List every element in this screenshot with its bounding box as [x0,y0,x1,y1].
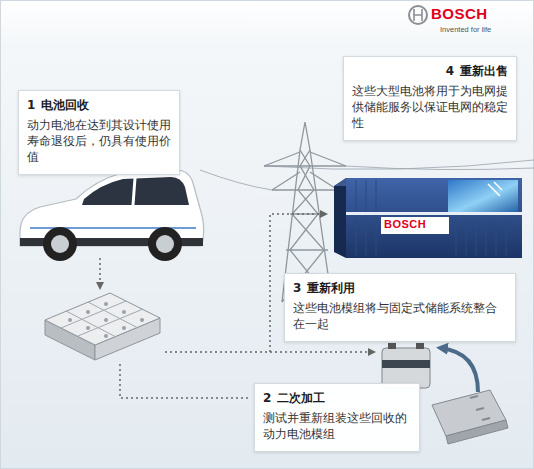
step-number: 4 [446,64,454,78]
electric-car [20,170,204,261]
step-description: 这些大型电池将用于为电网提供储能服务以保证电网的稳定性 [352,84,508,132]
battery-module [382,343,430,388]
battery-pack [45,293,160,360]
step-title: 二次加工 [277,390,325,407]
step-title: 重新利用 [307,280,355,297]
callout-header: 1 电池回收 [27,97,171,114]
callout-box: 3 重新利用这些电池模组将与固定式储能系统整合在一起 [284,273,516,342]
callout-box: 4 重新出售这些大型电池将用于为电网提供储能服务以保证电网的稳定性 [343,56,517,141]
step-number: 3 [293,281,301,295]
logo-mark [409,6,427,24]
curved-arrow [440,348,478,392]
callout-box: 1 电池回收动力电池在达到其设计使用寿命退役后，仍具有使用价值 [18,90,180,175]
step-number: 1 [27,98,35,112]
step-description: 这些电池模组将与固定式储能系统整合在一起 [293,301,507,333]
callout-header: 4 重新出售 [352,63,508,80]
step-description: 动力电池在达到其设计使用寿命退役后，仍具有使用价值 [27,118,171,166]
brand-name: BOSCH [384,218,426,230]
callout-box: 2 二次加工测试并重新组装这些回收的动力电池模组 [254,383,420,452]
brand-slogan: Invented for life [440,25,491,34]
callout-header: 2 二次加工 [263,390,411,407]
step-title: 重新出售 [460,63,508,80]
module-device [432,390,508,444]
step-title: 电池回收 [41,97,89,114]
callout-header: 3 重新利用 [293,280,507,297]
storage-container [334,178,522,258]
step-description: 测试并重新组装这些回收的动力电池模组 [263,411,411,443]
brand-name: BOSCH [431,5,488,22]
step-number: 2 [263,391,271,405]
